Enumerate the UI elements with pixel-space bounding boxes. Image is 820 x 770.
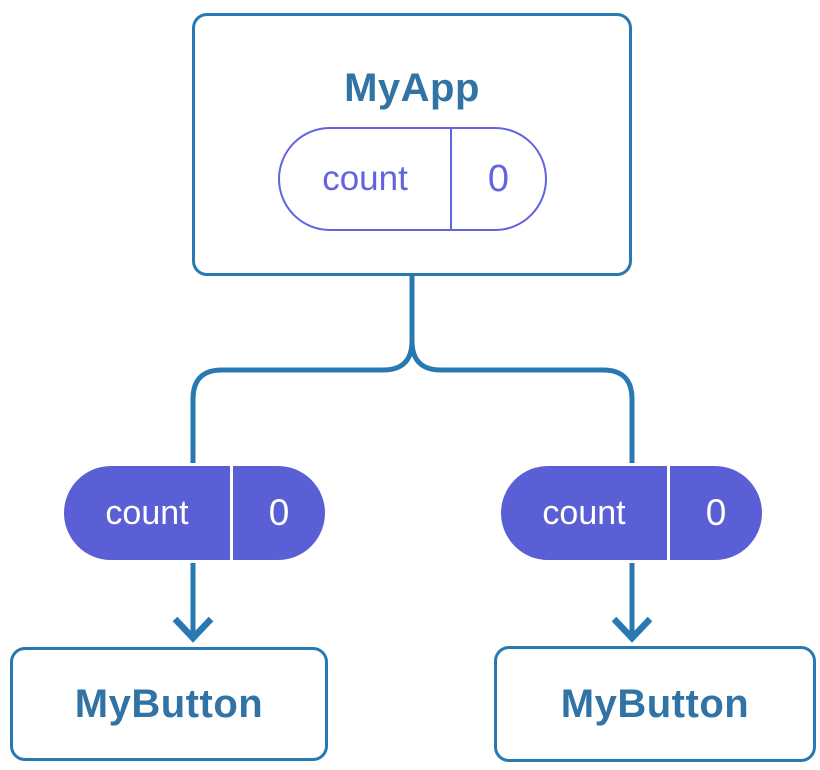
prop-pill-right-value: 0 (705, 492, 727, 533)
state-pill-value: 0 (487, 157, 510, 200)
prop-pill-right: count 0 (498, 463, 765, 563)
prop-pill-right-label: count (501, 466, 670, 560)
arrow-head-right-icon (611, 616, 653, 643)
node-mybutton-left-title: MyButton (74, 682, 264, 726)
state-pill: count 0 (278, 127, 547, 231)
prop-pill-left-label: count (64, 466, 233, 560)
node-mybutton-left: MyButton (10, 647, 328, 761)
node-myapp-title: MyApp (344, 66, 480, 110)
state-pill-label: count (280, 129, 452, 229)
prop-pill-left: count 0 (61, 463, 328, 563)
connector-branch-left (190, 340, 415, 470)
node-mybutton-right-title: MyButton (560, 682, 750, 726)
node-mybutton-right: MyButton (494, 646, 816, 762)
arrow-head-left-icon (172, 616, 214, 643)
prop-pill-left-value: 0 (268, 492, 290, 533)
connector-branch-right (409, 340, 635, 470)
